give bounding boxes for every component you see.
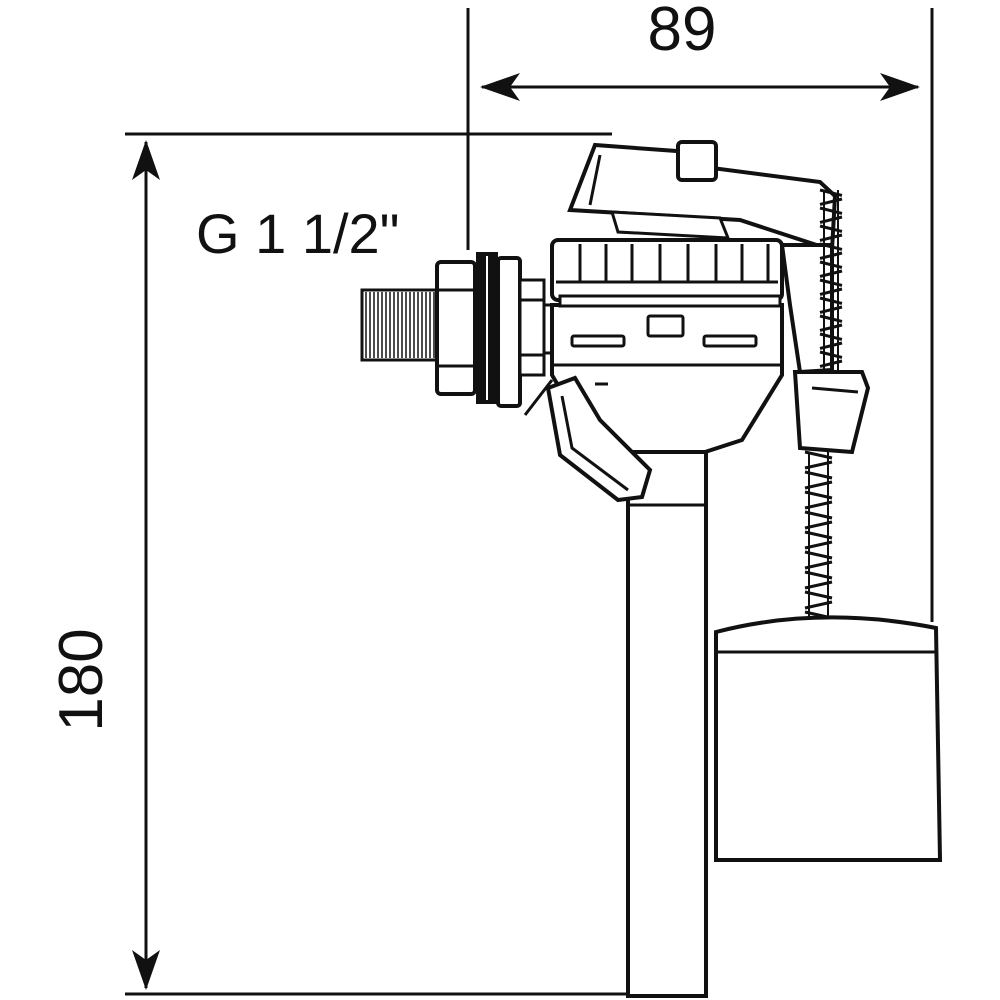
hex-nut bbox=[435, 260, 477, 396]
flange-washer bbox=[496, 256, 522, 408]
valve-head bbox=[545, 140, 871, 503]
inlet-fitting bbox=[360, 252, 564, 416]
cap-ribs bbox=[578, 244, 770, 282]
height-dimension: 180 bbox=[47, 132, 705, 996]
cap-nut bbox=[550, 238, 784, 302]
float-rods bbox=[804, 188, 843, 630]
lever-link bbox=[609, 210, 731, 240]
float-clip bbox=[792, 370, 871, 455]
thread-size-label: G 1 1/2" bbox=[196, 202, 400, 265]
thread-lines bbox=[365, 292, 435, 358]
flange-ring bbox=[518, 278, 546, 377]
adjust-knob bbox=[676, 140, 718, 182]
body-slot-right bbox=[702, 334, 758, 348]
body-slot-left bbox=[570, 334, 626, 348]
width-dimension: 89 bbox=[466, 0, 934, 622]
outlet-spout bbox=[545, 375, 653, 503]
clip-lever bbox=[523, 379, 554, 416]
shank-tube bbox=[626, 438, 708, 998]
float-cup bbox=[714, 615, 943, 862]
body-window bbox=[646, 314, 685, 338]
lower-threaded-rod bbox=[804, 450, 833, 630]
width-dimension-label: 89 bbox=[648, 0, 717, 64]
upper-threaded-rod bbox=[819, 188, 843, 370]
cap-rim bbox=[558, 294, 782, 308]
float-body bbox=[714, 615, 943, 862]
valve-shank bbox=[626, 438, 708, 998]
height-dimension-label: 180 bbox=[47, 628, 116, 731]
